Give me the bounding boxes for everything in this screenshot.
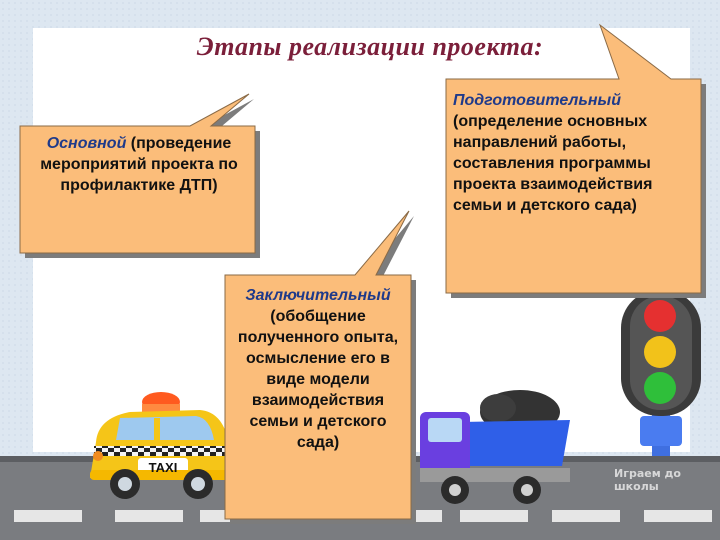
callout-final-text: Заключительный (обобщение полученного оп…	[232, 285, 404, 453]
taxi-icon	[90, 392, 232, 499]
callout-final	[224, 210, 412, 520]
taxi-sign: TAXI	[149, 460, 178, 475]
callout-prep	[445, 23, 702, 294]
callout-final-keyword: Заключительный	[245, 287, 391, 304]
callout-main-body: (проведение мероприятий проекта по профи…	[40, 135, 238, 194]
callout-main-text: Основной (проведение мероприятий проекта…	[32, 133, 246, 196]
callout-prep-text: Подготовительный (определение основных н…	[453, 90, 693, 216]
traffic-light-icon	[621, 290, 701, 456]
callout-final-body: (обобщение полученного опыта, осмысление…	[237, 308, 399, 451]
callout-prep-body: (определение основных направлений работы…	[453, 113, 653, 214]
page-title: Этапы реализации проекта:	[196, 32, 544, 61]
watermark: Играем до школы	[614, 467, 681, 493]
callout-prep-keyword: Подготовительный	[453, 92, 621, 109]
callout-main-keyword: Основной	[46, 135, 127, 152]
callout-main	[19, 93, 256, 254]
dump-truck-icon	[420, 390, 570, 504]
